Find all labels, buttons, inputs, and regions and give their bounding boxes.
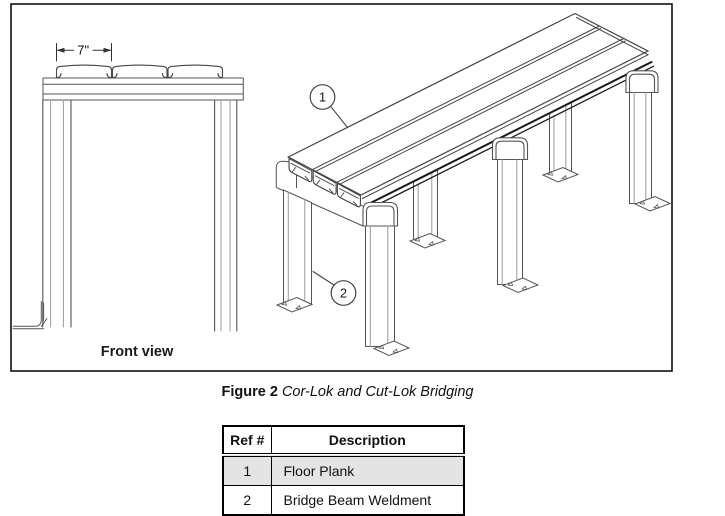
row-1-description: Floor Plank [270,454,465,486]
plank-grooves [312,25,626,186]
left-far-bolt-marks [281,301,302,310]
right-frame-near-leg [629,92,652,206]
header-ref: Ref # [222,425,272,457]
callout-2: 2 [312,270,357,306]
front-post-left [42,99,72,328]
callout-1: 1 [309,84,349,129]
deck-thickness-edge [362,17,650,199]
row-1-ref: 1 [222,454,272,486]
right-frame-beam-cap [625,70,659,94]
right-frame-near-base-plate [633,195,672,212]
callout-1-circle [309,84,336,110]
left-frame-near-base-plate [372,340,411,357]
front-post-right [214,99,238,332]
left-frame-far-base-plate [275,296,314,313]
right-frame-far-base-plate [541,166,580,183]
row-2-ref: 2 [222,485,272,516]
callout-2-circle [330,280,357,306]
front-beam [42,77,244,101]
front-view: 7" Front view [12,43,244,360]
table-row: 1 Floor Plank [222,454,465,486]
front-planks [55,64,224,79]
left-frame-far-leg [283,189,312,307]
figure-drawing: 7" Front view [10,3,673,372]
mid-frame-far-base-plate [408,232,447,249]
right-near-bolt-marks [639,200,660,209]
dimension-7in: 7" [56,43,112,62]
header-description: Description [270,425,465,457]
mid-near-bolt-marks [507,281,528,291]
callout-1-number: 1 [319,90,326,105]
mid-frame-near-base-plate [501,277,540,294]
parts-table: Ref # Description 1 Floor Plank 2 Bridge… [222,425,465,516]
figure-caption: Figure 2 Cor-Lok and Cut-Lok Bridging [0,384,695,400]
callout-1-leader [330,106,349,129]
mid-far-bolt-marks [414,237,435,246]
left-frame-near-leg [365,225,395,349]
left-frame-beam-cap [362,201,399,227]
right-far-bolt-marks [547,171,568,180]
dimension-arrow-right [103,47,112,53]
dimension-text: 7" [77,43,89,58]
left-near-bolt-marks [378,344,399,354]
table-row: 2 Bridge Beam Weldment [222,485,465,516]
mid-frame-near-leg [497,159,523,287]
mid-frame-beam-cap [491,137,529,161]
iso-view: 1 2 [275,12,672,357]
parts-table-header-row: Ref # Description [222,425,465,457]
row-2-description: Bridge Beam Weldment [270,485,465,516]
figure-caption-label: Figure 2 [221,384,278,400]
floor-angle [12,301,48,330]
front-view-label: Front view [101,344,174,360]
figure-caption-title: Cor-Lok and Cut-Lok Bridging [281,384,474,400]
callout-2-leader [312,270,335,286]
plank-end-profiles [288,157,361,208]
dimension-arrow-left [56,47,65,53]
callout-2-number: 2 [340,286,347,301]
